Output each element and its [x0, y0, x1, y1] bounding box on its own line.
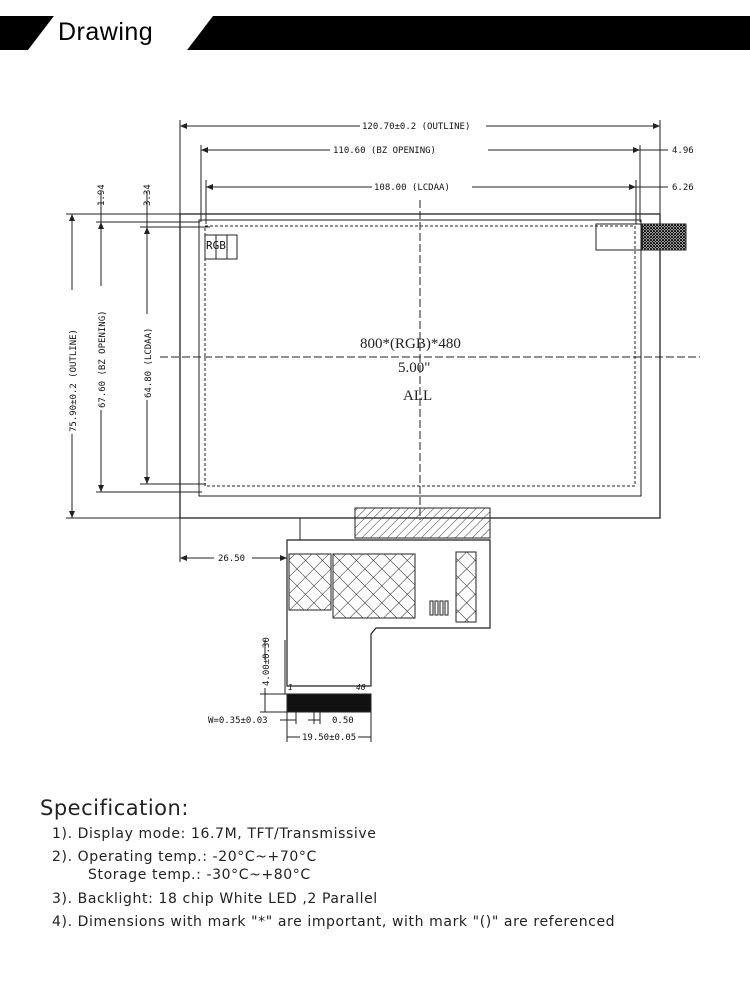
resolution-label: 800*(RGB)*480	[360, 336, 461, 352]
dim-top-margin-2: 3.34	[143, 184, 153, 206]
dim-outline-width: 120.70±0.2 (OUTLINE)	[362, 122, 470, 132]
dim-right-margin-2: 6.26	[672, 183, 694, 193]
dim-top-margin-1: 1.94	[97, 184, 107, 206]
dim-connector-width: 19.50±0.05	[302, 733, 356, 743]
spec-line: 4). Dimensions with mark "*" are importa…	[52, 914, 616, 930]
dim-lcdaa-width: 108.00 (LCDAA)	[374, 183, 450, 193]
lcd-drawing: 120.70±0.2 (OUTLINE) 110.60 (BZ OPENING)…	[66, 120, 700, 743]
specification-title: Specification:	[40, 796, 189, 820]
dim-outline-height: 75.90±0.2 (OUTLINE)	[69, 329, 79, 432]
dim-pin-width: W=0.35±0.03	[208, 716, 268, 726]
spec-line: 3). Backlight: 18 chip White LED ,2 Para…	[52, 891, 378, 907]
spec-line: 1). Display mode: 16.7M, TFT/Transmissiv…	[52, 826, 377, 842]
dim-lcdaa-height: 64.80 (LCDAA)	[144, 328, 154, 398]
dim-bz-opening-height: 67.60 (BZ OPENING)	[98, 310, 108, 408]
spec-line: 2). Operating temp.: -20°C~+70°C	[52, 849, 317, 865]
dim-pin-pitch: 0.50	[332, 716, 354, 726]
dim-fpc-offset: 26.50	[218, 554, 245, 564]
pin-last-label: 40	[356, 683, 366, 692]
dim-pin-length: 4.00±0.30	[262, 637, 272, 686]
dim-bz-opening-width: 110.60 (BZ OPENING)	[333, 146, 436, 156]
spec-line: Storage temp.: -30°C~+80°C	[88, 867, 311, 883]
pin-first-label: 1	[288, 683, 293, 692]
size-label: 5.00"	[398, 360, 430, 376]
dim-right-margin-1: 4.96	[672, 146, 694, 156]
header-tab	[28, 16, 213, 50]
view-label: ALL	[403, 388, 432, 404]
rgb-label: RGB	[206, 239, 226, 252]
page-title: Drawing	[58, 18, 154, 46]
